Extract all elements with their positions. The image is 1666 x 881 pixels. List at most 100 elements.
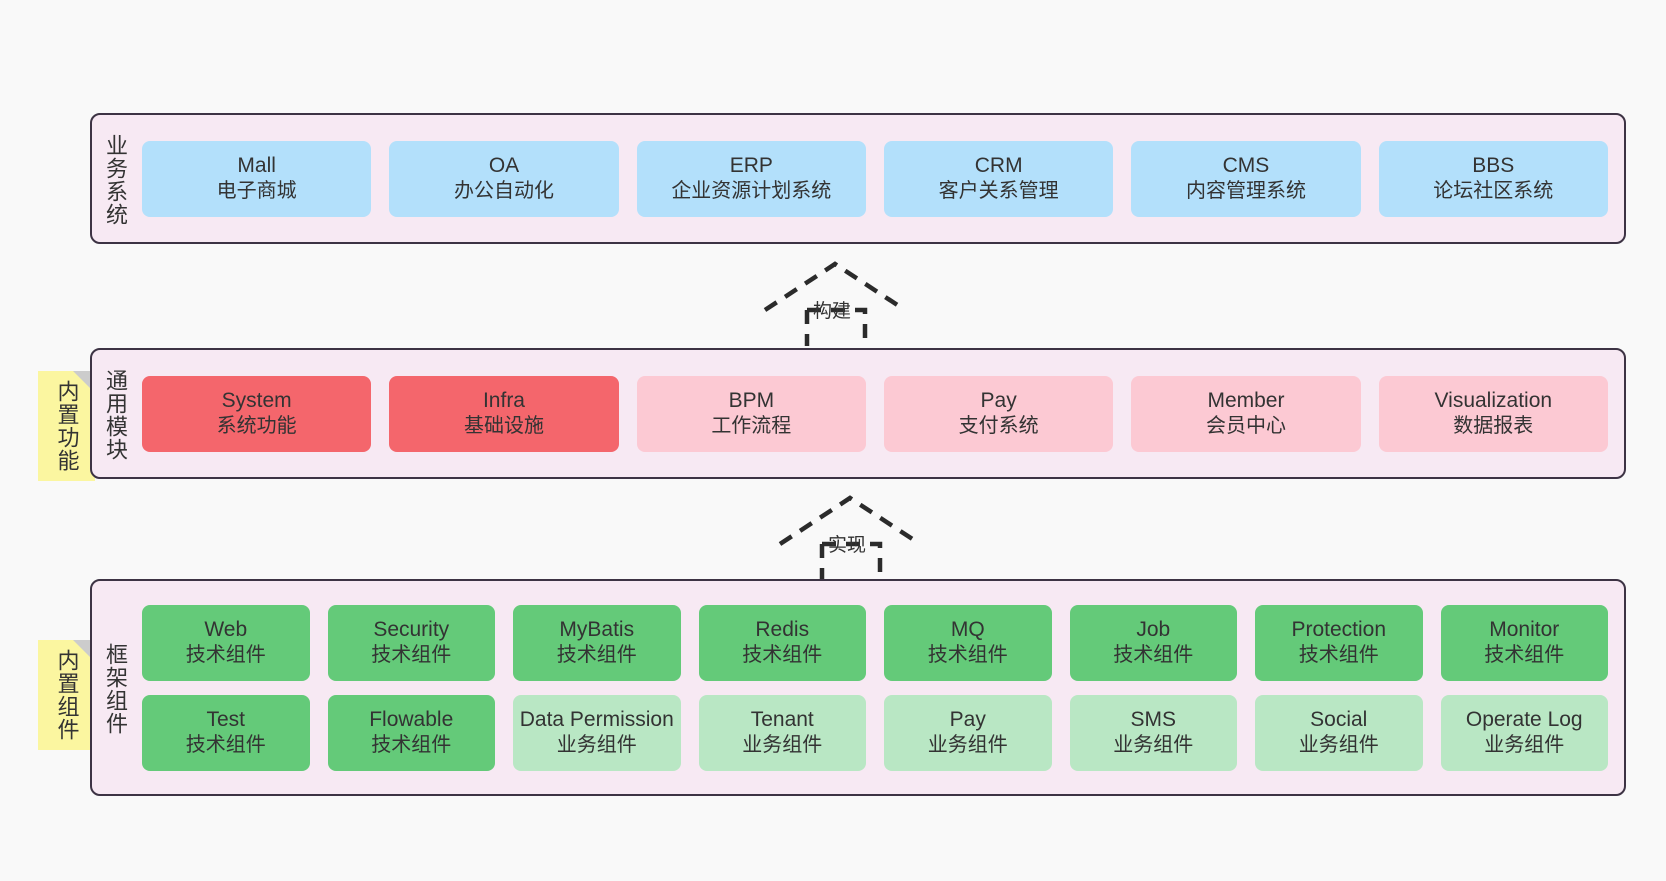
note-fold-corner-icon [73,371,95,393]
node-title: Pay [980,389,1017,413]
node-title: Flowable [369,708,454,732]
node-subtitle: 支付系统 [958,414,1039,437]
note-builtin-function-text: 内置功能 [54,380,80,472]
node-subtitle: 内容管理系统 [1185,179,1306,202]
node-title: Protection [1291,618,1387,642]
node-title: SMS [1130,708,1176,732]
connector-build-arrow [755,258,915,346]
node-title: System [221,389,292,413]
node-subtitle: 业务组件 [1298,733,1379,756]
node-subtitle: 技术组件 [1113,643,1194,666]
node-subtitle: 基础设施 [463,414,544,437]
note-builtin-component: 内置组件 [38,640,95,750]
node-title: Mall [237,154,276,178]
node-subtitle: 技术组件 [185,643,266,666]
node-subtitle: 业务组件 [927,733,1008,756]
node-subtitle: 业务组件 [1113,733,1194,756]
node-title: Visualization [1434,389,1553,413]
node-title: MyBatis [559,618,635,642]
node-title: Infra [482,389,525,413]
connector-implement-arrow [770,492,930,580]
node-subtitle: 技术组件 [556,643,637,666]
node-subtitle: 技术组件 [371,733,452,756]
node-subtitle: 企业资源计划系统 [671,179,832,202]
node-title: Web [204,618,248,642]
node-title: Data Permission [519,708,674,732]
node-subtitle: 业务组件 [742,733,823,756]
node-title: Redis [755,618,810,642]
layer-label-business: 业务系统 [102,133,128,226]
node-title: CMS [1222,154,1270,178]
node-subtitle: 技术组件 [185,733,266,756]
node-title: Pay [949,708,986,732]
node-title: Member [1207,389,1285,413]
node-title: Job [1136,618,1171,642]
node-subtitle: 论坛社区系统 [1433,179,1554,202]
node-subtitle: 技术组件 [927,643,1008,666]
node-subtitle: 技术组件 [371,643,452,666]
node-title: CRM [974,154,1023,178]
node-title: Test [206,708,245,732]
node-subtitle: 技术组件 [742,643,823,666]
node-title: Monitor [1489,618,1560,642]
note-fold-corner-icon [73,640,95,662]
note-builtin-component-text: 内置组件 [54,649,80,741]
node-subtitle: 系统功能 [216,414,297,437]
node-subtitle: 客户关系管理 [938,179,1059,202]
layer-label-framework: 框架组件 [102,642,128,735]
node-title: Tenant [750,708,814,732]
node-subtitle: 办公自动化 [453,179,554,202]
note-builtin-function: 内置功能 [38,371,95,481]
node-subtitle: 技术组件 [1484,643,1565,666]
node-subtitle: 技术组件 [1298,643,1379,666]
node-title: Operate Log [1465,708,1583,732]
node-title: MQ [950,618,985,642]
node-title: OA [488,154,520,178]
layer-label-common: 通用模块 [102,368,128,461]
node-title: Security [373,618,450,642]
node-title: BBS [1472,154,1515,178]
connector-implement-label: 实现 [828,535,867,556]
node-title: Social [1310,708,1368,732]
node-title: ERP [729,154,773,178]
node-subtitle: 数据报表 [1453,414,1534,437]
